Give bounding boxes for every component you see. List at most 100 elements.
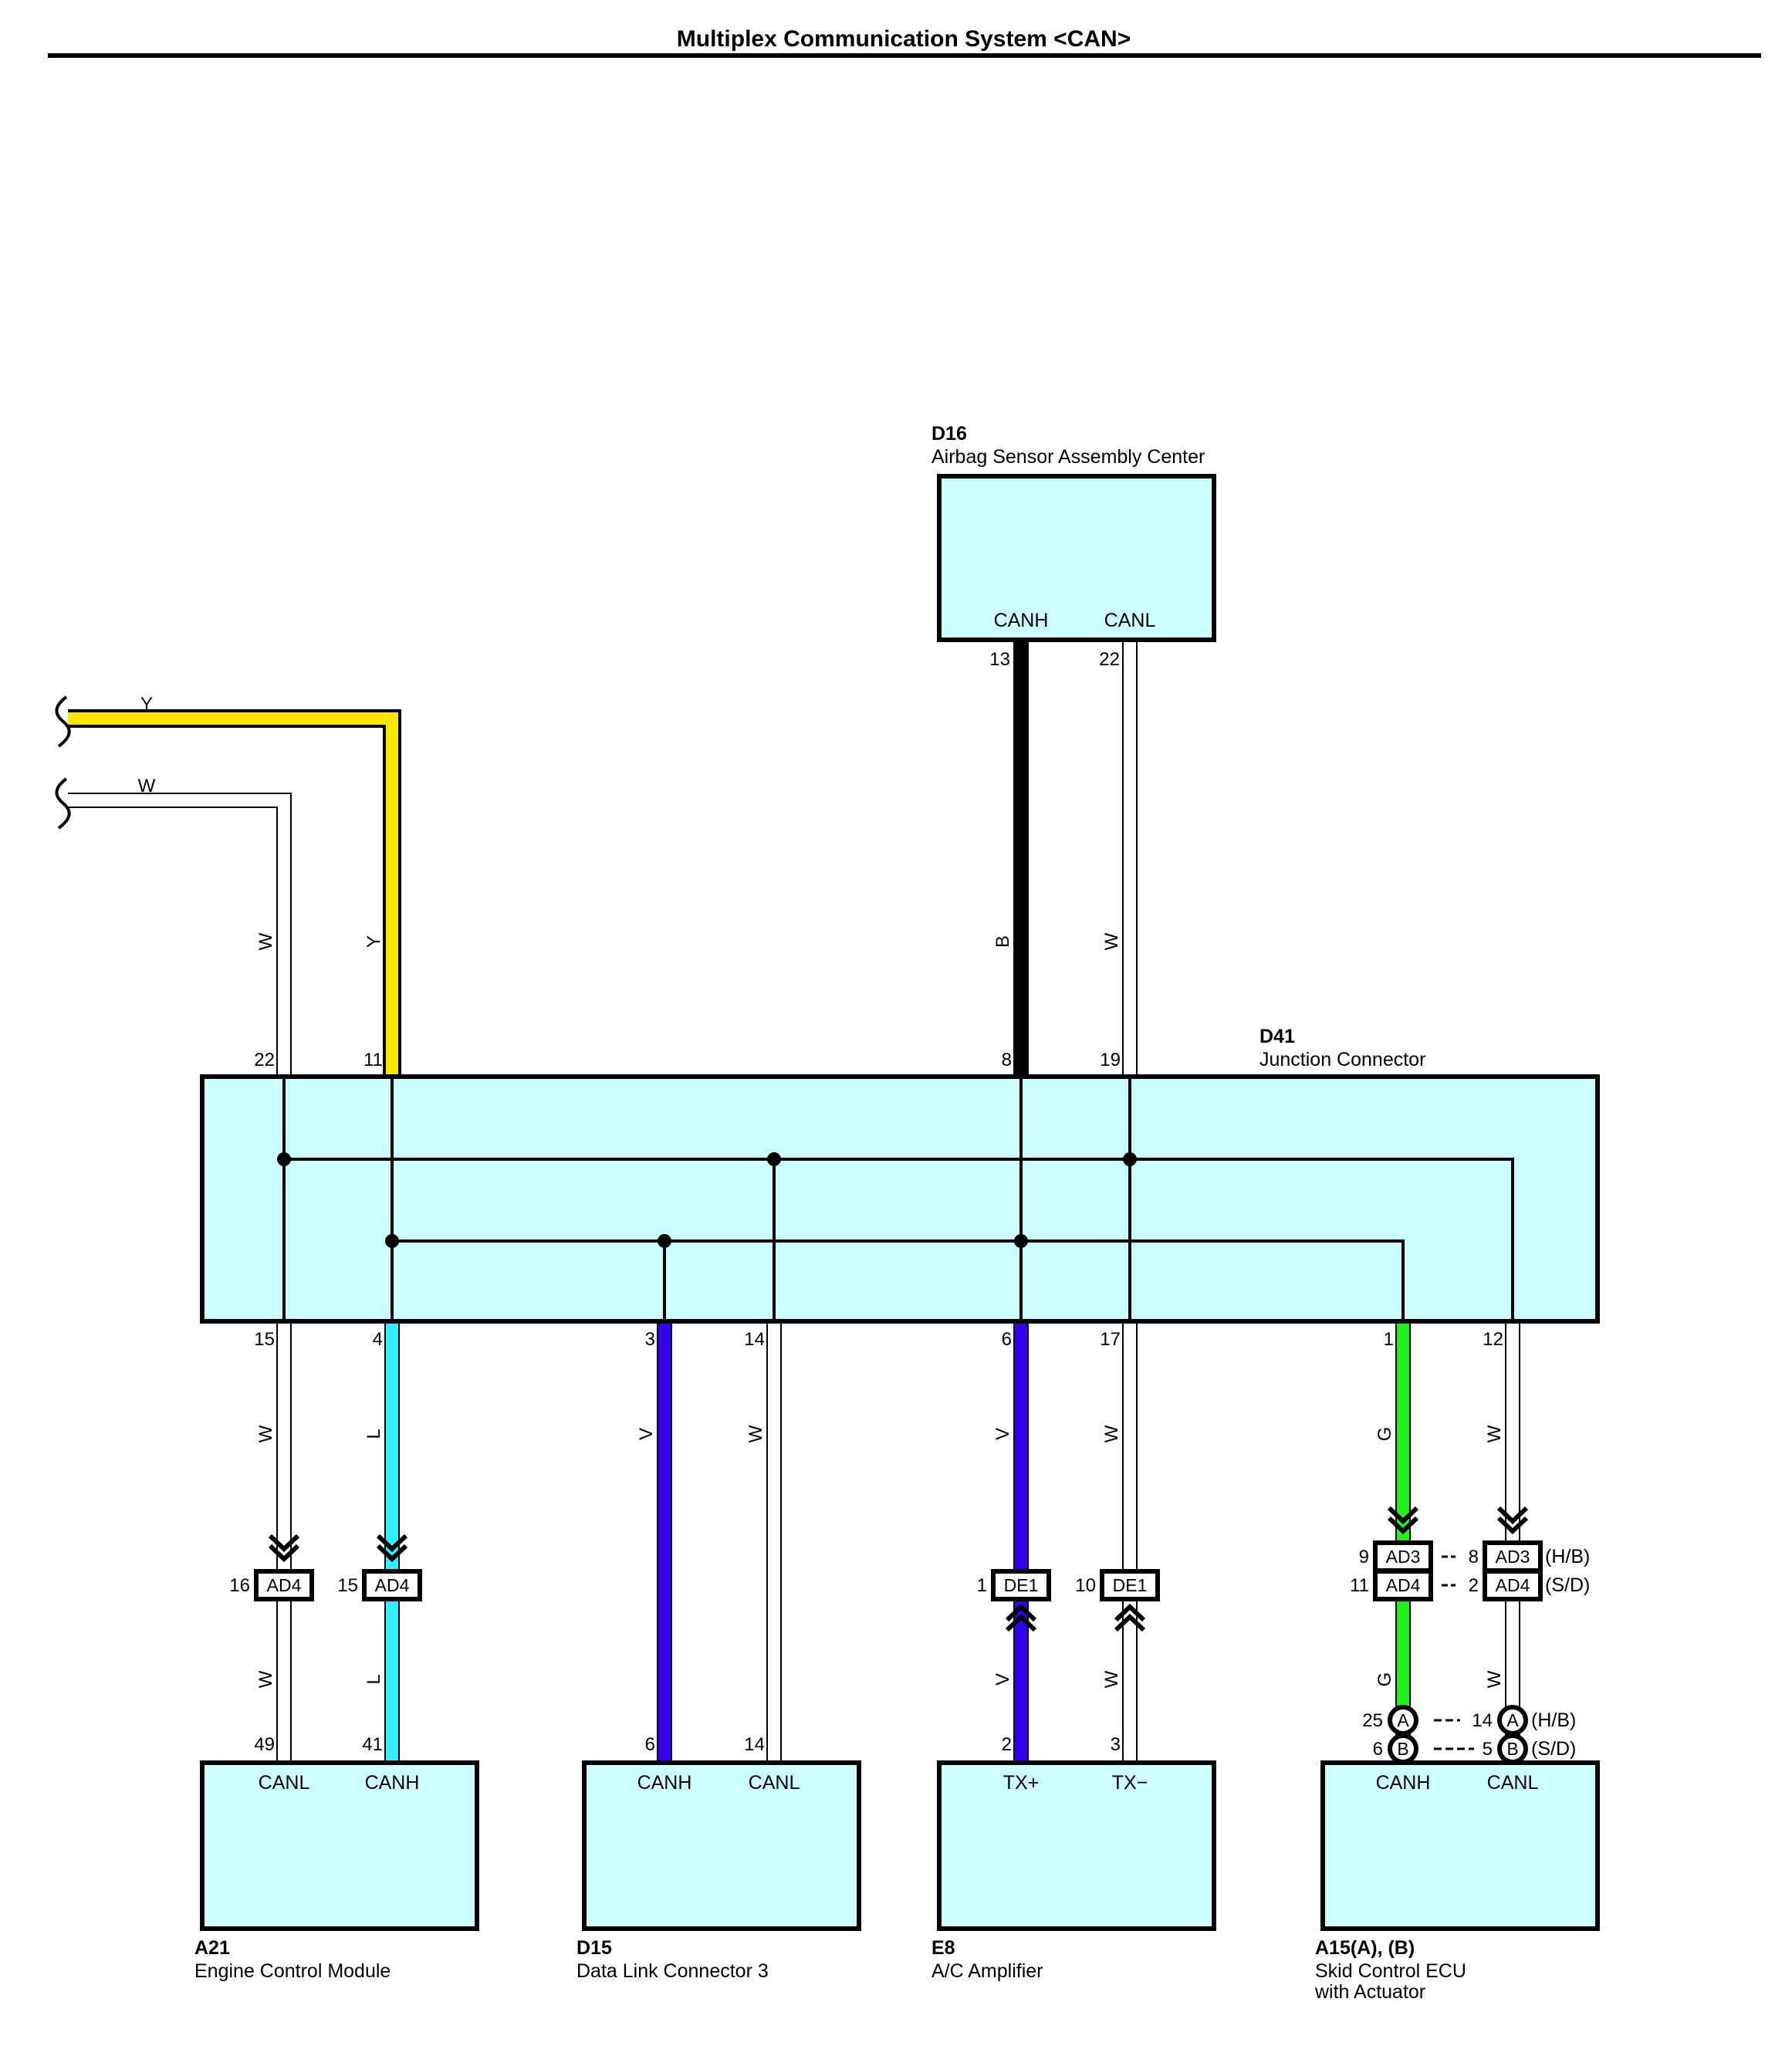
a21-name: Engine Control Module	[194, 1960, 391, 1982]
splice-dot	[658, 1234, 671, 1248]
d15-pin-14: 14	[744, 1734, 765, 1755]
connector-label: AD4	[267, 1575, 302, 1595]
a15-pin: 14	[1472, 1710, 1493, 1731]
a15-name-line2: with Actuator	[1314, 1981, 1425, 2003]
connector-label: AD3	[1496, 1547, 1530, 1567]
wire-color-label: B	[992, 935, 1013, 948]
connector-ad4-a21-canh: AD4 15	[337, 1534, 422, 1601]
connector-ad4-a21-canl: AD4 16	[229, 1534, 314, 1601]
connector-chevron-icon	[1387, 1506, 1419, 1535]
d41-pin-12: 12	[1483, 1329, 1503, 1350]
connector-de1-e8-tx-minus: DE1 10	[1075, 1569, 1160, 1632]
wire-color-label: W	[746, 1425, 766, 1442]
connector-chevron-icon	[376, 1534, 408, 1563]
a21-canh-label: CANH	[365, 1772, 420, 1794]
a21-engine-control-module-box	[200, 1760, 479, 1931]
d41-splice-points	[277, 1152, 1137, 1248]
e8-ac-amplifier-box	[937, 1760, 1216, 1931]
wire-color-label: W	[1101, 1670, 1122, 1688]
d41-pin-8: 8	[1002, 1050, 1012, 1070]
a15-canh-label: CANH	[1376, 1772, 1431, 1794]
d16-canh-label: CANH	[994, 610, 1049, 631]
wire-color-label: G	[1374, 1672, 1395, 1687]
wire-color-label: G	[1374, 1427, 1395, 1442]
d16-airbag-sensor-box	[937, 474, 1216, 642]
d41-pin-4: 4	[373, 1329, 383, 1350]
d41-pin-6: 6	[1002, 1329, 1012, 1350]
wire-color-label: W	[1484, 1670, 1505, 1688]
wire-color-label: L	[363, 1674, 384, 1684]
wire-color-label: W	[255, 1425, 276, 1442]
a15-pin: 25	[1362, 1710, 1383, 1731]
e8-pin-3: 3	[1111, 1734, 1121, 1755]
d15-canl-label: CANL	[749, 1772, 800, 1794]
a15-canl-label: CANL	[1487, 1772, 1539, 1794]
d41-pin-1: 1	[1384, 1329, 1394, 1350]
d41-pin-3: 3	[645, 1329, 655, 1350]
wire-color-label: W	[255, 932, 276, 950]
splice-dot	[385, 1234, 399, 1248]
d41-pin-11: 11	[363, 1050, 383, 1070]
variant-label-hb: (H/B)	[1545, 1546, 1590, 1567]
connector-pin: 1	[977, 1575, 987, 1596]
e8-name: A/C Amplifier	[932, 1960, 1043, 1982]
d15-canh-label: CANH	[637, 1772, 692, 1794]
splice-dot	[277, 1152, 291, 1166]
wire-color-label: W	[1484, 1425, 1505, 1442]
connector-de1-e8-tx-plus: DE1 1	[977, 1569, 1051, 1632]
e8-tx-minus-label: TX−	[1112, 1772, 1148, 1794]
d41-name: Junction Connector	[1259, 1049, 1425, 1070]
connector-ad3-ad4-a15-canl: AD3 AD4 8 2 (H/B) (S/D)	[1469, 1506, 1590, 1601]
e8-pin-2: 2	[1002, 1734, 1012, 1755]
a21-code: A21	[194, 1937, 230, 1959]
d16-name: Airbag Sensor Assembly Center	[932, 446, 1205, 468]
connector-pin: 10	[1075, 1575, 1096, 1596]
d41-pin-15: 15	[254, 1329, 275, 1350]
connector-label: DE1	[1004, 1575, 1039, 1595]
d16-canl-label: CANL	[1104, 610, 1156, 631]
d15-code: D15	[576, 1937, 612, 1959]
d41-pin-14: 14	[744, 1329, 765, 1350]
d41-pin-22: 22	[254, 1050, 275, 1070]
pin-circle-label: B	[1506, 1739, 1518, 1759]
connector-label: AD4	[1386, 1575, 1421, 1595]
splice-dot	[1014, 1234, 1028, 1248]
d41-pin-19: 19	[1100, 1050, 1121, 1070]
wire-color-label: V	[636, 1428, 657, 1440]
wire-y-external	[68, 709, 401, 1077]
variant-label-sd: (S/D)	[1531, 1738, 1576, 1760]
wire-break-icon	[55, 695, 71, 748]
wire-color-label: V	[992, 1428, 1013, 1440]
a15-name-line1: Skid Control ECU	[1315, 1960, 1466, 1982]
connector-pin: 16	[229, 1575, 250, 1596]
a21-pin-41: 41	[362, 1734, 383, 1755]
d16-pin-13: 13	[989, 649, 1010, 670]
connector-pin: 9	[1359, 1547, 1369, 1567]
connector-chevron-icon	[1005, 1603, 1037, 1632]
a15-pin-circles: A B A B 25 6 14 5 (H/B) (S/D)	[1362, 1705, 1576, 1764]
connector-pin: 11	[1350, 1575, 1369, 1596]
a15-code: A15(A), (B)	[1315, 1937, 1415, 1959]
d41-internal-bus	[282, 1077, 1514, 1321]
wire-break-icon	[55, 777, 71, 830]
connector-chevron-icon	[1496, 1506, 1529, 1535]
d16-code: D16	[932, 423, 967, 445]
pin-circle-label: B	[1397, 1739, 1408, 1759]
a21-pin-49: 49	[254, 1734, 275, 1755]
connector-pin: 15	[337, 1575, 358, 1596]
pin-circle-label: A	[1506, 1710, 1519, 1730]
wire-color-label: W	[1101, 1425, 1122, 1442]
connector-label: DE1	[1113, 1575, 1148, 1595]
d15-pin-6: 6	[645, 1734, 655, 1755]
splice-dot	[1123, 1152, 1137, 1166]
variant-label-hb: (H/B)	[1531, 1709, 1576, 1731]
external-wire-w-label: W	[138, 776, 156, 796]
d41-code: D41	[1259, 1026, 1295, 1047]
connector-pin: 2	[1469, 1575, 1479, 1596]
d15-data-link-connector-box	[582, 1760, 861, 1931]
wire-color-label: W	[255, 1670, 276, 1688]
a15-pin: 6	[1373, 1739, 1383, 1760]
d41-pin-17: 17	[1100, 1329, 1121, 1350]
wire-w-external	[68, 793, 292, 1077]
connector-chevron-icon	[268, 1534, 300, 1563]
